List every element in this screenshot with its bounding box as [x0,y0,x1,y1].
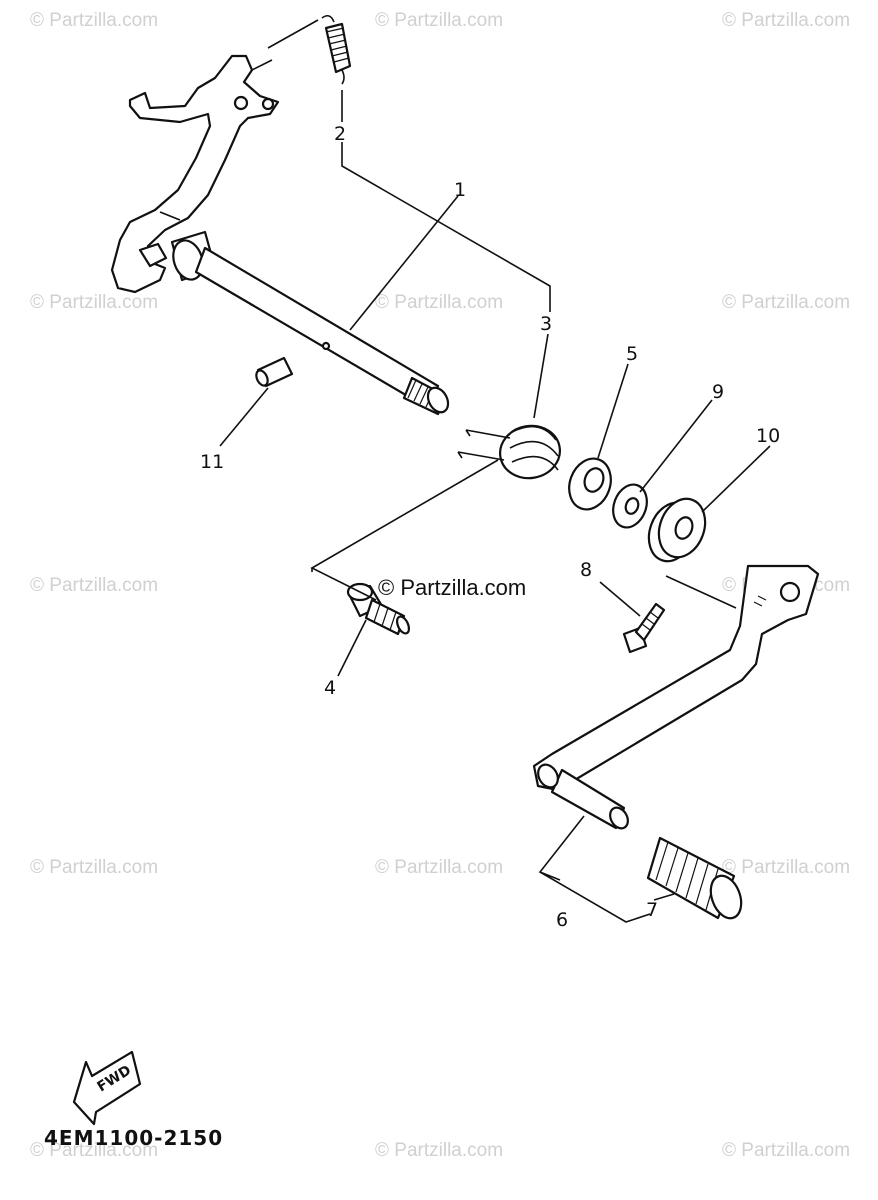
callout-8: 8 [580,559,592,581]
watermark: © Partzilla.com [375,857,504,878]
callout-7: 7 [646,899,658,921]
leader-lines [219,19,771,923]
part-1-shift-shaft[interactable] [110,54,452,416]
part-4-bolt[interactable] [346,582,411,636]
part-6-shift-pedal[interactable] [532,564,820,832]
center-watermark: © Partzilla.com [378,575,527,600]
watermark: © Partzilla.com [30,10,159,31]
watermark: © Partzilla.com [30,292,159,313]
callout-6: 6 [556,909,568,931]
callout-10: 10 [756,425,780,447]
part-11-dowel-pin[interactable] [254,356,294,388]
callout-5: 5 [626,343,638,365]
watermark: © Partzilla.com [722,1140,851,1161]
diagram-code: 4EM1100-2150 [44,1126,224,1150]
part-7-peg-rubber[interactable] [646,836,747,922]
watermark: © Partzilla.com [375,292,504,313]
callout-9: 9 [712,381,724,403]
callout-1: 1 [454,179,466,201]
watermark: © Partzilla.com [722,857,851,878]
watermark: © Partzilla.com [722,292,851,313]
watermark: © Partzilla.com [30,575,159,596]
callout-11: 11 [200,451,224,473]
watermark: © Partzilla.com [375,1140,504,1161]
part-5-collar[interactable] [562,453,617,516]
part-3-torsion-spring[interactable] [457,421,564,483]
part-2-spring[interactable] [321,14,352,85]
fwd-arrow-icon: FWD [72,1050,142,1126]
part-10-bushing[interactable] [641,492,713,567]
watermark: © Partzilla.com [30,857,159,878]
part-8-bolt[interactable] [622,602,666,654]
callout-4: 4 [324,677,336,699]
callout-3: 3 [540,313,552,335]
callout-2: 2 [334,123,346,145]
part-9-washer[interactable] [607,480,652,532]
watermark: © Partzilla.com [722,10,851,31]
watermark: © Partzilla.com [30,1140,159,1161]
watermark: © Partzilla.com [375,10,504,31]
